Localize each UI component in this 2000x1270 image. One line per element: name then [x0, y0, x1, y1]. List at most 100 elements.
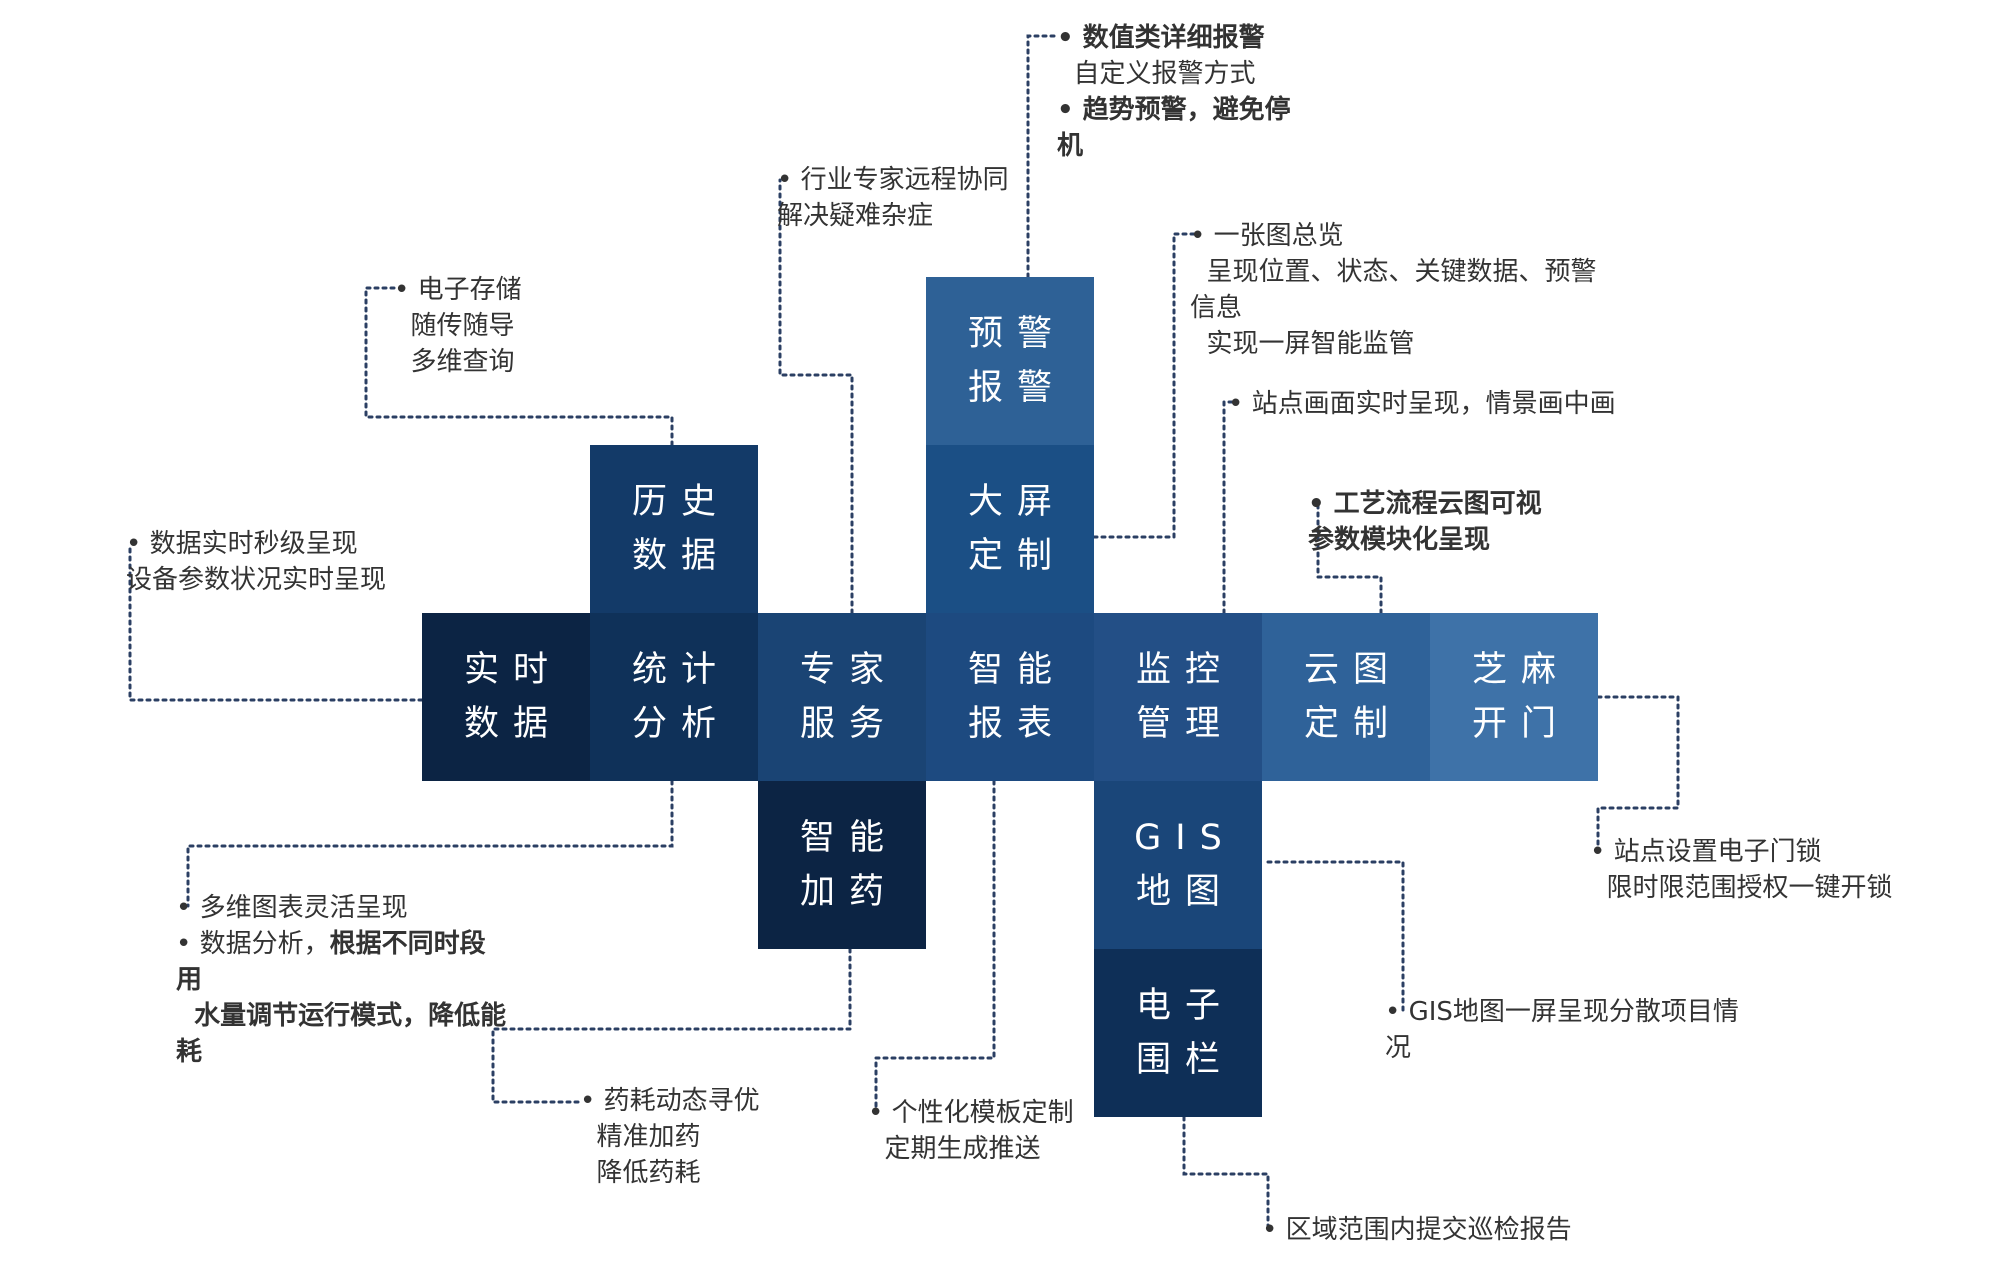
- tile-label-line: 监控: [1135, 650, 1234, 690]
- note-line: 自定义报警方式: [1057, 59, 1256, 89]
- tile-label-line: 数据: [463, 704, 562, 744]
- note-line: 降低药耗: [580, 1158, 701, 1188]
- tile-label-line: 统计: [631, 650, 730, 690]
- tile-expert-service: 专家服务: [758, 613, 926, 781]
- note-expert: • 行业专家远程协同解决疑难杂症: [777, 162, 1009, 234]
- tile-smart-dosing: 智能加药: [758, 781, 926, 949]
- note-line: • 站点设置电子门锁: [1590, 837, 1822, 867]
- tile-label-line: 开门: [1471, 704, 1570, 744]
- note-line: • 数值类详细报警: [1057, 23, 1265, 53]
- note-line: 设备参数状况实时呈现: [126, 565, 387, 595]
- note-line: 多维查询: [394, 347, 515, 377]
- tile-label-line: 芝麻: [1471, 650, 1570, 690]
- tile-label-line: 历史: [631, 482, 730, 522]
- tile-warning-alarm: 预警报警: [926, 277, 1094, 445]
- tile-label-line: 云图: [1303, 650, 1402, 690]
- tile-label-line: 电子: [1135, 986, 1234, 1026]
- note-line: 精准加药: [580, 1122, 701, 1152]
- tile-history-data: 历史数据: [590, 445, 758, 613]
- tile-label-line: 报警: [967, 368, 1066, 408]
- note-line: 限时限范围授权一键开锁: [1590, 873, 1893, 903]
- note-line: 况: [1385, 1033, 1412, 1063]
- tile-label-line: 定制: [1303, 704, 1402, 744]
- note-line: • 个性化模板定制: [868, 1098, 1074, 1128]
- tile-label-line: 分析: [631, 704, 730, 744]
- connector-line: [874, 779, 996, 1115]
- tile-label-line: 大屏: [967, 482, 1066, 522]
- tile-label-line: 报表: [967, 704, 1066, 744]
- connector-line: [778, 178, 854, 615]
- note-line: 用: [176, 965, 203, 995]
- connector-line: [1596, 695, 1680, 854]
- note-line: 耗: [176, 1037, 203, 1067]
- connector-line: [1092, 232, 1197, 539]
- tile-gis-map: GIS 地图: [1094, 781, 1262, 949]
- note-line: 参数模块化呈现: [1308, 525, 1491, 555]
- note-gis: • GIS地图一屏呈现分散项目情况: [1385, 994, 1739, 1066]
- note-fence: • 区域范围内提交巡检报告: [1262, 1212, 1572, 1248]
- tile-smart-report: 智能报表: [926, 613, 1094, 781]
- note-report: • 个性化模板定制 定期生成推送: [868, 1095, 1074, 1167]
- note-line: • 数据实时秒级呈现: [126, 529, 358, 559]
- connector-line: [1026, 34, 1059, 279]
- connector-line: [1222, 400, 1234, 615]
- note-bigscreen: • 一张图总览 呈现位置、状态、关键数据、预警信息 实现一屏智能监管: [1190, 218, 1597, 362]
- tile-stat-analysis: 统计分析: [590, 613, 758, 781]
- note-line: • 区域范围内提交巡检报告: [1262, 1215, 1572, 1245]
- tile-label-line: 专家: [799, 650, 898, 690]
- connector-line: [1266, 860, 1405, 1014]
- note-line: • 一张图总览: [1190, 221, 1344, 251]
- tile-label-line: 管理: [1135, 704, 1234, 744]
- note-line: 定期生成推送: [868, 1134, 1041, 1164]
- note-line: 随传随导: [394, 311, 515, 341]
- connector-line: [128, 544, 424, 702]
- tile-label-line: 定制: [967, 536, 1066, 576]
- tile-e-fence: 电子围栏: [1094, 949, 1262, 1117]
- tile-label-line: 地图: [1135, 872, 1234, 912]
- tile-open-sesame: 芝麻开门: [1430, 613, 1598, 781]
- note-monitor: • 站点画面实时呈现，情景画中画: [1228, 386, 1616, 422]
- tile-label-line: 服务: [799, 704, 898, 744]
- note-sesame: • 站点设置电子门锁 限时限范围授权一键开锁: [1590, 834, 1893, 906]
- note-line: • 工艺流程云图可视: [1308, 489, 1542, 519]
- connector-line: [491, 947, 852, 1104]
- connector-line: [1316, 500, 1383, 615]
- note-line: • 数据分析，根据不同时段: [176, 929, 486, 959]
- note-cloud: • 工艺流程云图可视参数模块化呈现: [1308, 486, 1542, 558]
- connector-line: [1182, 1115, 1270, 1234]
- tile-label-line: 实时: [463, 650, 562, 690]
- note-line: • GIS地图一屏呈现分散项目情: [1385, 997, 1739, 1027]
- note-stat: • 多维图表灵活呈现 • 数据分析，根据不同时段用 水量调节运行模式，降低能耗: [176, 890, 506, 1070]
- tile-realtime-data: 实时数据: [422, 613, 590, 781]
- note-line-emphasis: 根据不同时段: [329, 929, 486, 959]
- note-line: • 趋势预警，避免停: [1057, 95, 1291, 125]
- note-realtime: • 数据实时秒级呈现设备参数状况实时呈现: [126, 526, 386, 598]
- tile-bigscreen-custom: 大屏定制: [926, 445, 1094, 613]
- tile-label-line: 预警: [967, 314, 1066, 354]
- note-line: • 站点画面实时呈现，情景画中画: [1228, 389, 1616, 419]
- tile-label-line: GIS: [1134, 818, 1236, 858]
- note-line: 实现一屏智能监管: [1190, 329, 1415, 359]
- note-line: 机: [1057, 131, 1084, 161]
- tile-label-line: 加药: [799, 872, 898, 912]
- connector-line: [186, 779, 674, 908]
- note-line: 解决疑难杂症: [777, 201, 934, 231]
- tile-label-line: 智能: [799, 818, 898, 858]
- note-line: • 行业专家远程协同: [777, 165, 1009, 195]
- tile-monitor-manage: 监控管理: [1094, 613, 1262, 781]
- note-line: 水量调节运行模式，降低能: [176, 1001, 507, 1031]
- connector-line: [364, 286, 674, 447]
- tile-label-line: 围栏: [1135, 1040, 1234, 1080]
- note-line: 呈现位置、状态、关键数据、预警: [1190, 257, 1597, 287]
- note-line: • 电子存储: [394, 275, 522, 305]
- note-dosing: • 药耗动态寻优 精准加药 降低药耗: [580, 1083, 760, 1191]
- note-line: • 药耗动态寻优: [580, 1086, 760, 1116]
- note-line: 信息: [1190, 293, 1243, 323]
- note-history: • 电子存储 随传随导 多维查询: [394, 272, 522, 380]
- tile-label-line: 数据: [631, 536, 730, 576]
- note-warning: • 数值类详细报警 自定义报警方式 • 趋势预警，避免停机: [1057, 20, 1291, 164]
- tile-cloud-custom: 云图定制: [1262, 613, 1430, 781]
- note-line: • 多维图表灵活呈现: [176, 893, 408, 923]
- tile-label-line: 智能: [967, 650, 1066, 690]
